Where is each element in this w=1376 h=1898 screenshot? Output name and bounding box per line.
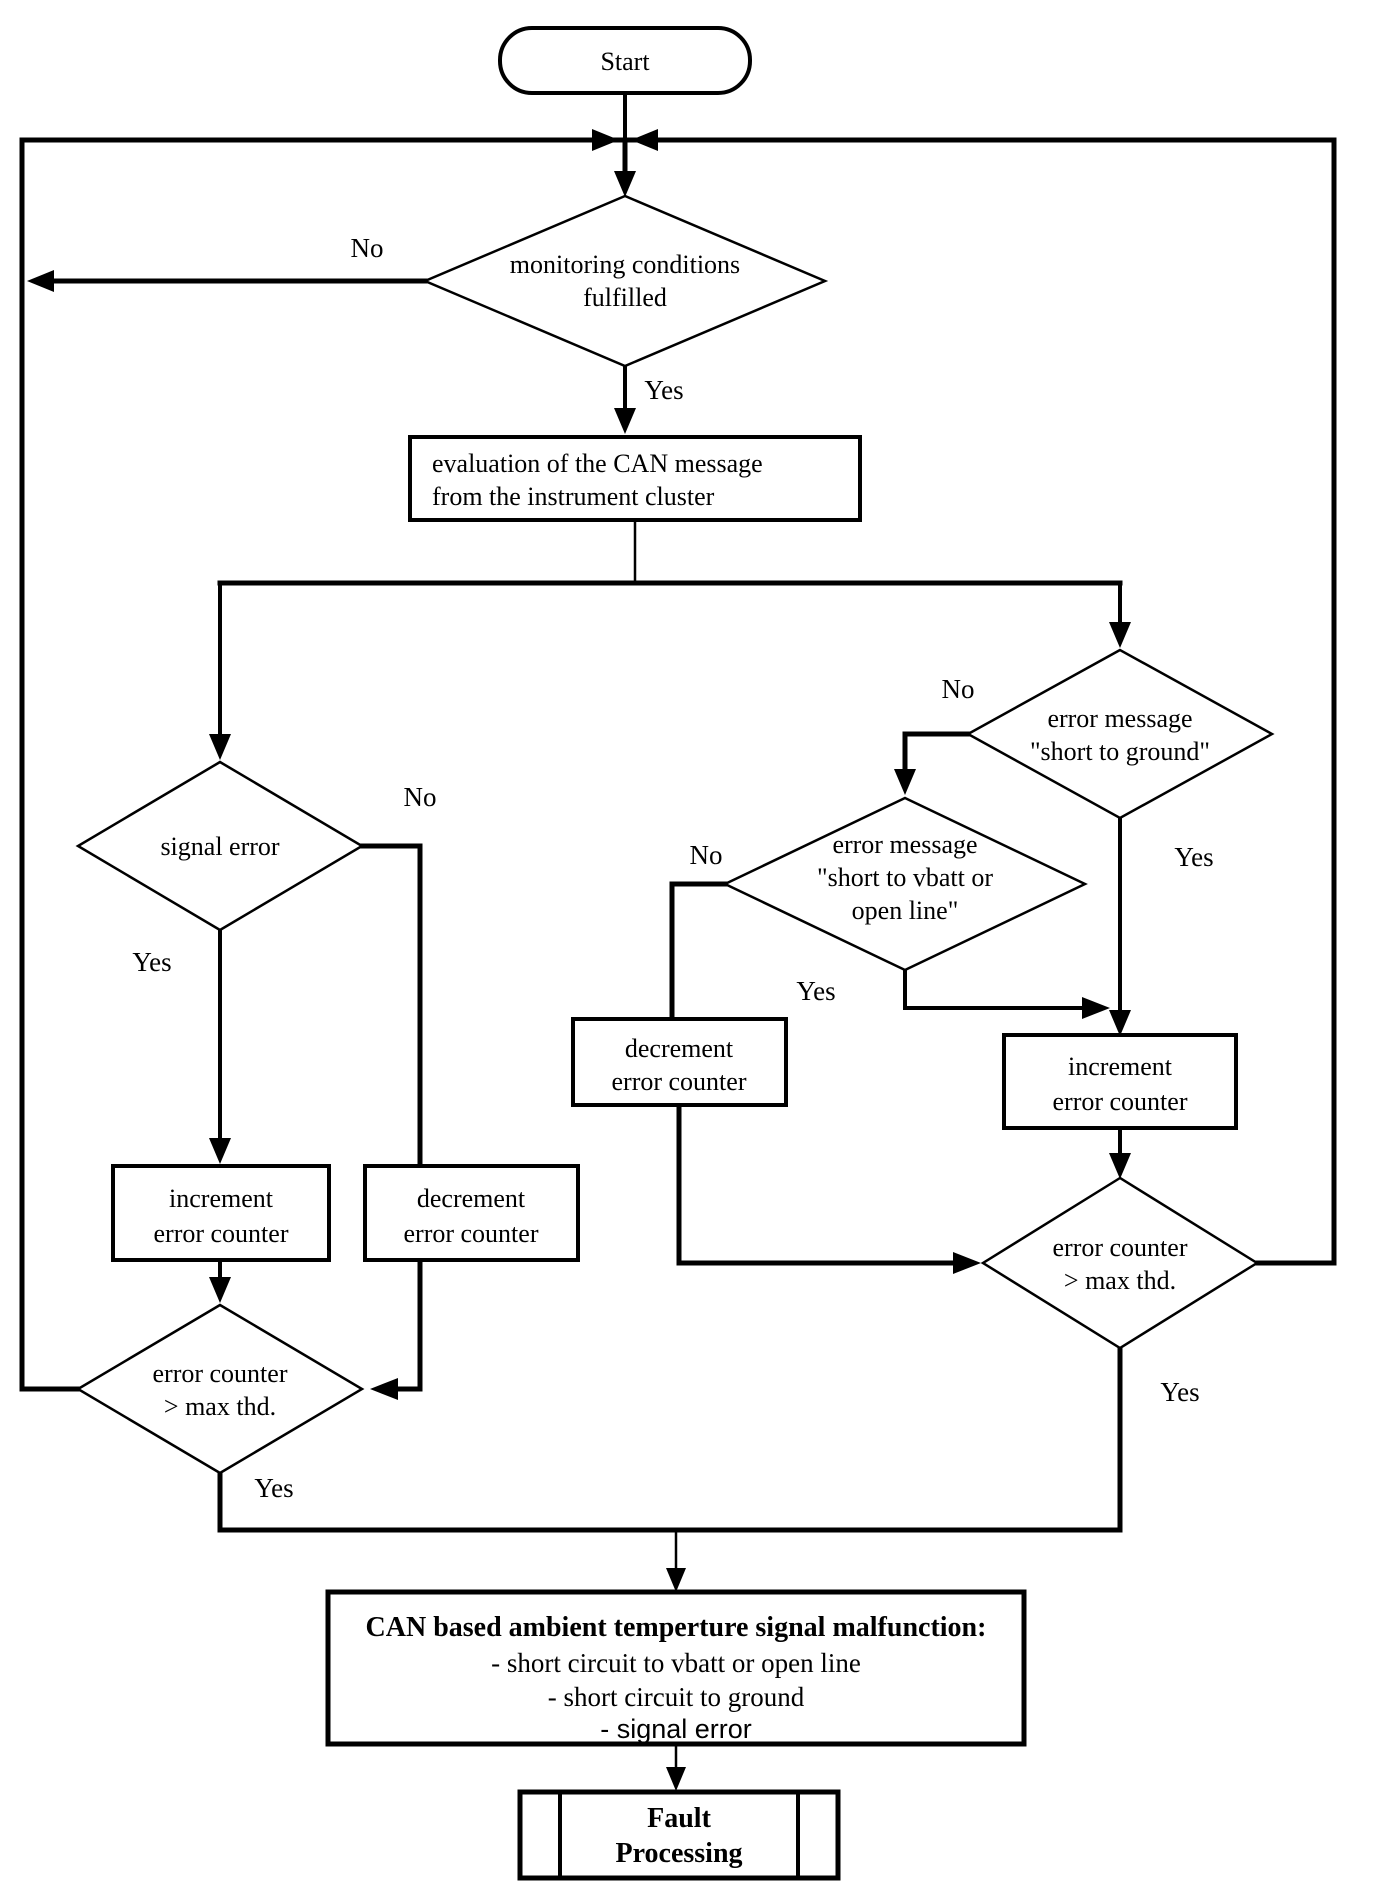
arrowhead-down [1109,1010,1131,1036]
evaluation-line1: evaluation of the CAN message [432,449,763,478]
evaluation-process [408,435,862,522]
arrowhead-down [666,1568,686,1592]
threshold-right-line2: > max thd. [1064,1266,1176,1295]
arrowhead-right [1082,997,1110,1019]
connector-monitoring-no [27,270,428,292]
start-terminator [498,26,752,95]
vbatt-line3: open line" [852,896,959,925]
arrowhead-down [209,734,231,760]
signal-error-decision [75,760,365,932]
increment-right-process [1002,1033,1238,1130]
connector-junction-to-monitoring [614,137,636,197]
decrement-right-line1: decrement [625,1034,734,1063]
vbatt-line1: error message [832,830,977,859]
connector-evaluation-split [209,518,1131,760]
signal-error-label: signal error [160,832,279,861]
arrowhead-down [666,1767,686,1791]
decrement-right-line2: error counter [612,1067,747,1096]
arrowhead-down [1109,1153,1131,1179]
monitoring-decision [421,194,829,368]
connector-increment-left-to-threshold [209,1258,231,1303]
arrowhead-down [614,171,636,197]
connector-merge-to-malfunction [217,1345,1123,1592]
label-ground-no: No [942,674,975,704]
connector-decrement-right-to-threshold [676,1102,981,1274]
decrement-left-line1: decrement [417,1184,526,1213]
arrowhead-left [370,1378,398,1400]
connector-malfunction-to-fault [666,1742,686,1791]
malfunction-process [325,1589,1027,1747]
increment-right-line1: increment [1068,1052,1173,1081]
label-monitoring-yes: Yes [644,375,683,405]
monitoring-line1: monitoring conditions [510,250,740,279]
connector-vbatt-yes [903,968,1110,1019]
arrowhead-down [614,408,636,434]
arrowhead-right [953,1252,981,1274]
arrowhead-down [1109,622,1131,648]
connector-ground-yes [1109,816,1131,1036]
increment-left-line2: error counter [154,1219,289,1248]
connector-signal-error-no [359,843,423,1169]
decrement-right-process [571,1017,788,1107]
fault-processing-subroutine [517,1789,841,1881]
malfunction-item1: - short circuit to vbatt or open line [491,1648,861,1678]
start-label: Start [600,47,650,76]
threshold-left-decision [75,1303,365,1475]
label-signal-error-yes: Yes [132,947,171,977]
monitoring-line2: fulfilled [583,283,667,312]
vbatt-line2: "short to vbatt or [817,863,993,892]
threshold-left-line1: error counter [153,1359,288,1388]
fault-line2: Processing [615,1838,742,1869]
connector-monitoring-yes [614,364,636,434]
vbatt-decision [722,796,1088,972]
increment-left-line1: increment [169,1184,274,1213]
ground-decision [965,648,1275,820]
label-ground-yes: Yes [1174,842,1213,872]
evaluation-line2: from the instrument cluster [432,482,715,511]
malfunction-title: CAN based ambient temperture signal malf… [366,1612,987,1643]
arrowhead-down [209,1277,231,1303]
decrement-left-process [363,1164,580,1262]
label-monitoring-no: No [351,233,384,263]
connector-ground-no [894,731,971,795]
label-vbatt-yes: Yes [796,976,835,1006]
arrowhead-junction-right [592,129,619,151]
arrowhead-junction-left [631,129,658,151]
threshold-right-line1: error counter [1053,1233,1188,1262]
fault-line1: Fault [647,1803,711,1834]
connector-vbatt-no [669,881,728,1022]
increment-right-line2: error counter [1053,1087,1188,1116]
ground-line1: error message [1047,704,1192,733]
label-signal-error-no: No [404,782,437,812]
arrowhead-left [27,270,54,292]
connector-increment-right-to-threshold [1109,1126,1131,1179]
threshold-left-line2: > max thd. [164,1392,276,1421]
connector-decrement-left-to-threshold [370,1257,423,1400]
connector-top-feedback-loop [19,137,1337,1392]
malfunction-item3: - signal error [600,1714,752,1744]
increment-left-process [111,1164,331,1262]
threshold-right-decision [980,1176,1260,1350]
malfunction-item2: - short circuit to ground [548,1682,805,1712]
label-threshold-left-yes: Yes [254,1473,293,1503]
arrowhead-down [209,1138,231,1164]
connector-signal-error-yes [209,928,231,1164]
label-threshold-right-yes: Yes [1160,1377,1199,1407]
label-vbatt-no: No [690,840,723,870]
ground-line2: "short to ground" [1030,737,1210,766]
decrement-left-line2: error counter [404,1219,539,1248]
arrowhead-down [894,769,916,795]
